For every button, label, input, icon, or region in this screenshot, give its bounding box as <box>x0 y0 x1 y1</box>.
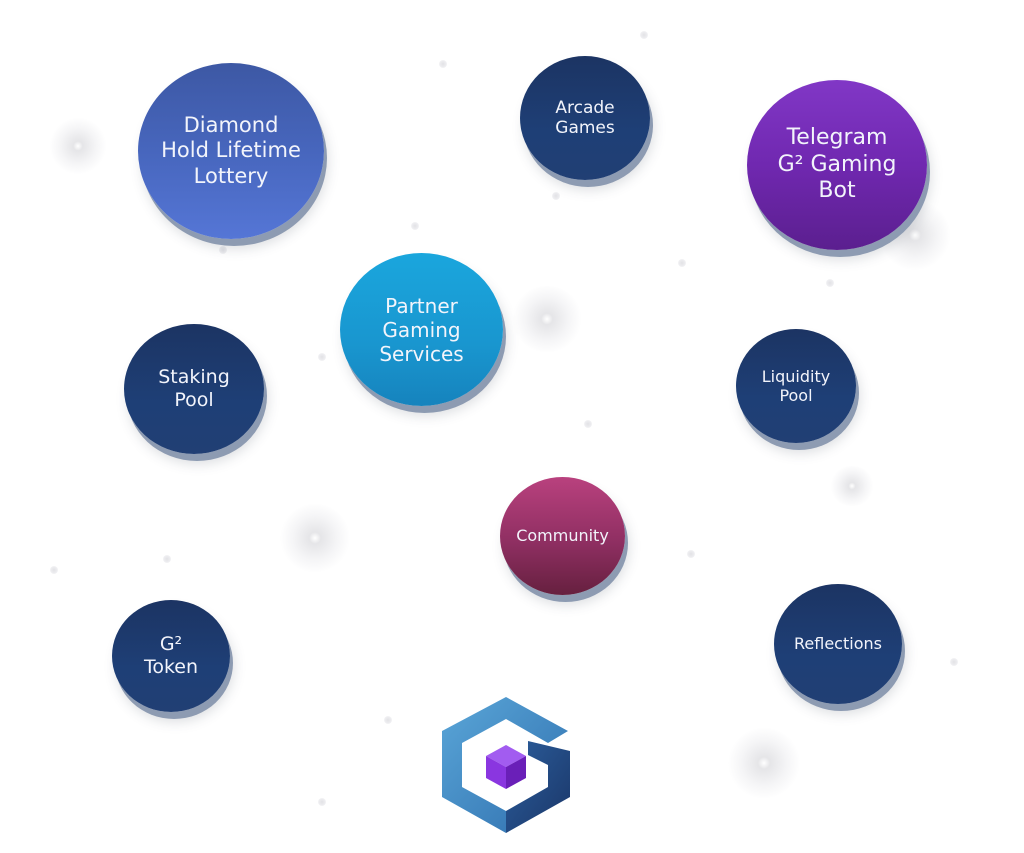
background-dot <box>678 259 686 267</box>
logo-cube-right <box>506 756 526 789</box>
background-dot <box>219 246 227 254</box>
background-dot <box>950 658 958 666</box>
background-dot <box>439 60 447 68</box>
node-label: Diamond Hold Lifetime Lottery <box>161 113 301 188</box>
background-dot <box>163 555 171 563</box>
background-dot <box>584 420 592 428</box>
logo-cube-left <box>486 756 506 789</box>
background-glow <box>830 466 874 506</box>
node-reflections: Reflections <box>774 584 902 704</box>
node-g2-token: G² Token <box>112 600 230 712</box>
node-label: Liquidity Pool <box>761 366 831 405</box>
background-dot <box>318 353 326 361</box>
logo-right-face <box>506 741 570 833</box>
node-label: Community <box>516 526 609 546</box>
background-dot <box>318 798 326 806</box>
background-glow <box>728 728 800 798</box>
node-liquidity-pool: Liquidity Pool <box>736 329 856 443</box>
background-glow <box>50 118 106 174</box>
node-label: Reflections <box>794 634 882 654</box>
background-glow <box>512 286 582 352</box>
background-glow <box>280 504 350 572</box>
node-label: Arcade Games <box>555 97 615 138</box>
node-label: Partner Gaming Services <box>379 293 464 366</box>
node-label: Staking Pool <box>158 366 230 411</box>
node-label: G² Token <box>143 633 199 678</box>
background-dot <box>552 192 560 200</box>
background-dot <box>411 222 419 230</box>
background-dot <box>640 31 648 39</box>
node-staking-pool: Staking Pool <box>124 324 264 454</box>
node-telegram-g2-gaming-bot: Telegram G² Gaming Bot <box>747 80 927 250</box>
node-label: Telegram G² Gaming Bot <box>777 125 897 204</box>
node-partner-gaming-services: Partner Gaming Services <box>340 253 503 406</box>
background-dot <box>687 550 695 558</box>
node-community: Community <box>500 477 625 595</box>
g2-cube-logo-icon <box>442 697 570 833</box>
logo-left-face <box>442 697 568 833</box>
background-dot <box>826 279 834 287</box>
node-arcade-games: Arcade Games <box>520 56 650 180</box>
node-diamond-hold-lifetime-lottery: Diamond Hold Lifetime Lottery <box>138 63 324 239</box>
background-dot <box>50 566 58 574</box>
background-dot <box>384 716 392 724</box>
